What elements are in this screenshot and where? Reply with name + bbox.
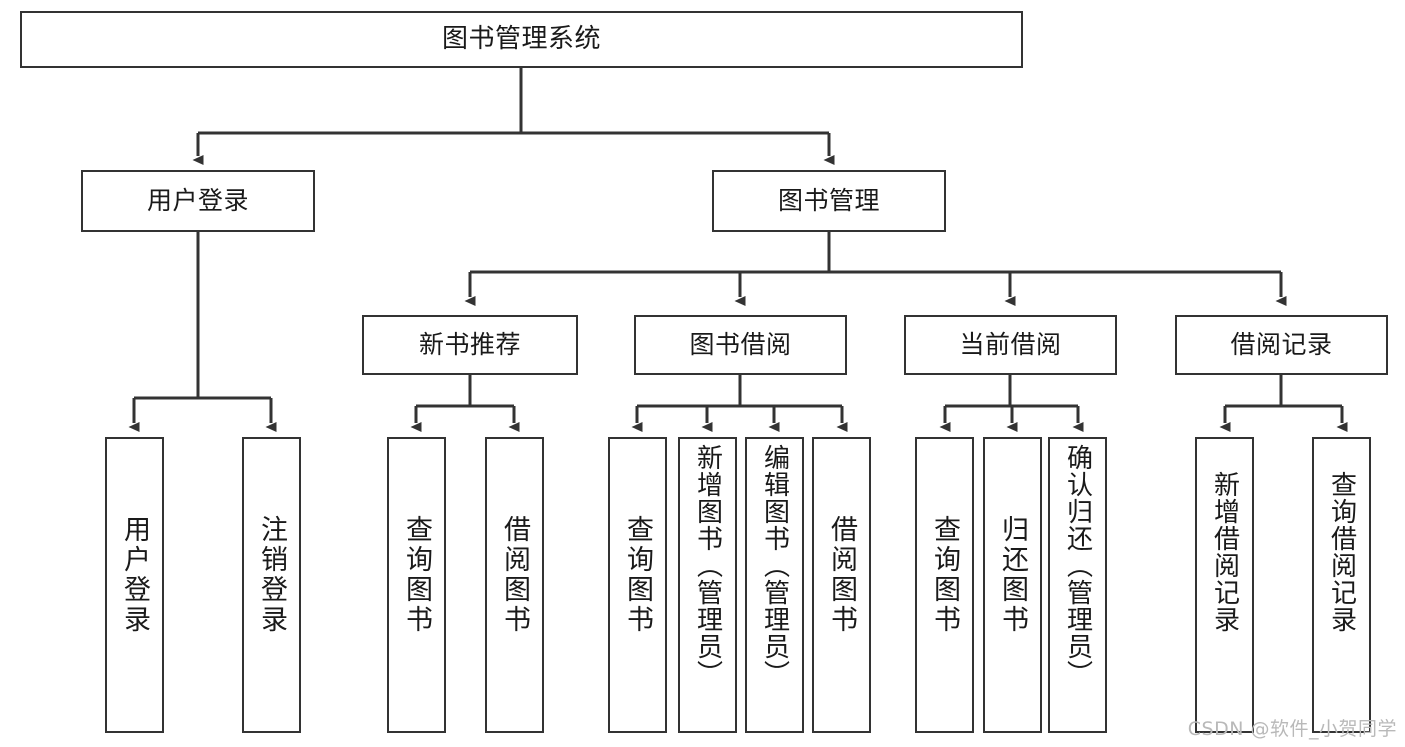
node-label: 用户登录 — [119, 515, 150, 635]
node-leaf-query-borrow-record[interactable]: 查询借阅记录 — [1312, 437, 1371, 733]
node-leaf-query-book-2[interactable]: 查询图书 — [608, 437, 667, 733]
node-leaf-return-book[interactable]: 归还图书 — [983, 437, 1042, 733]
node-book-borrow[interactable]: 图书借阅 — [634, 315, 847, 375]
node-label: 用户登录 — [146, 186, 249, 216]
node-leaf-edit-book-admin[interactable]: 编辑图书（管理员） — [745, 437, 804, 733]
node-leaf-logout-login[interactable]: 注销登录 — [242, 437, 301, 733]
csdn-watermark: CSDN @软件_小贺同学 — [1187, 718, 1397, 740]
node-label: 查询图书 — [929, 515, 960, 635]
node-label: 图书管理 — [777, 186, 880, 216]
node-label: 新增图书（管理员） — [692, 444, 723, 687]
node-label: 注销登录 — [256, 515, 287, 635]
node-root-system[interactable]: 图书管理系统 — [20, 11, 1023, 68]
node-borrow-record[interactable]: 借阅记录 — [1175, 315, 1388, 375]
node-label: 图书借阅 — [689, 330, 792, 360]
node-leaf-query-book-1[interactable]: 查询图书 — [387, 437, 446, 733]
node-label: 新增借阅记录 — [1209, 471, 1240, 633]
node-leaf-add-borrow-record[interactable]: 新增借阅记录 — [1195, 437, 1254, 733]
node-label: 查询图书 — [622, 515, 653, 635]
node-label: 借阅记录 — [1230, 330, 1333, 360]
node-label: 编辑图书（管理员） — [759, 444, 790, 687]
node-label: 归还图书 — [997, 515, 1028, 635]
node-new-book-recommend[interactable]: 新书推荐 — [362, 315, 578, 375]
node-label: 确认归还（管理员） — [1062, 444, 1093, 687]
node-leaf-add-book-admin[interactable]: 新增图书（管理员） — [678, 437, 737, 733]
node-label: 新书推荐 — [418, 330, 521, 360]
node-label: 当前借阅 — [959, 330, 1062, 360]
node-leaf-user-login[interactable]: 用户登录 — [105, 437, 164, 733]
node-leaf-confirm-return-admin[interactable]: 确认归还（管理员） — [1048, 437, 1107, 733]
node-leaf-query-book-3[interactable]: 查询图书 — [915, 437, 974, 733]
node-book-management[interactable]: 图书管理 — [712, 170, 946, 232]
node-user-login[interactable]: 用户登录 — [81, 170, 315, 232]
node-label: 借阅图书 — [499, 515, 530, 635]
node-label: 查询借阅记录 — [1326, 471, 1357, 633]
node-leaf-borrow-book-2[interactable]: 借阅图书 — [812, 437, 871, 733]
node-label: 查询图书 — [401, 515, 432, 635]
node-label: 图书管理系统 — [441, 24, 601, 55]
node-label: 借阅图书 — [826, 515, 857, 635]
node-leaf-borrow-book-1[interactable]: 借阅图书 — [485, 437, 544, 733]
node-current-borrow[interactable]: 当前借阅 — [904, 315, 1117, 375]
